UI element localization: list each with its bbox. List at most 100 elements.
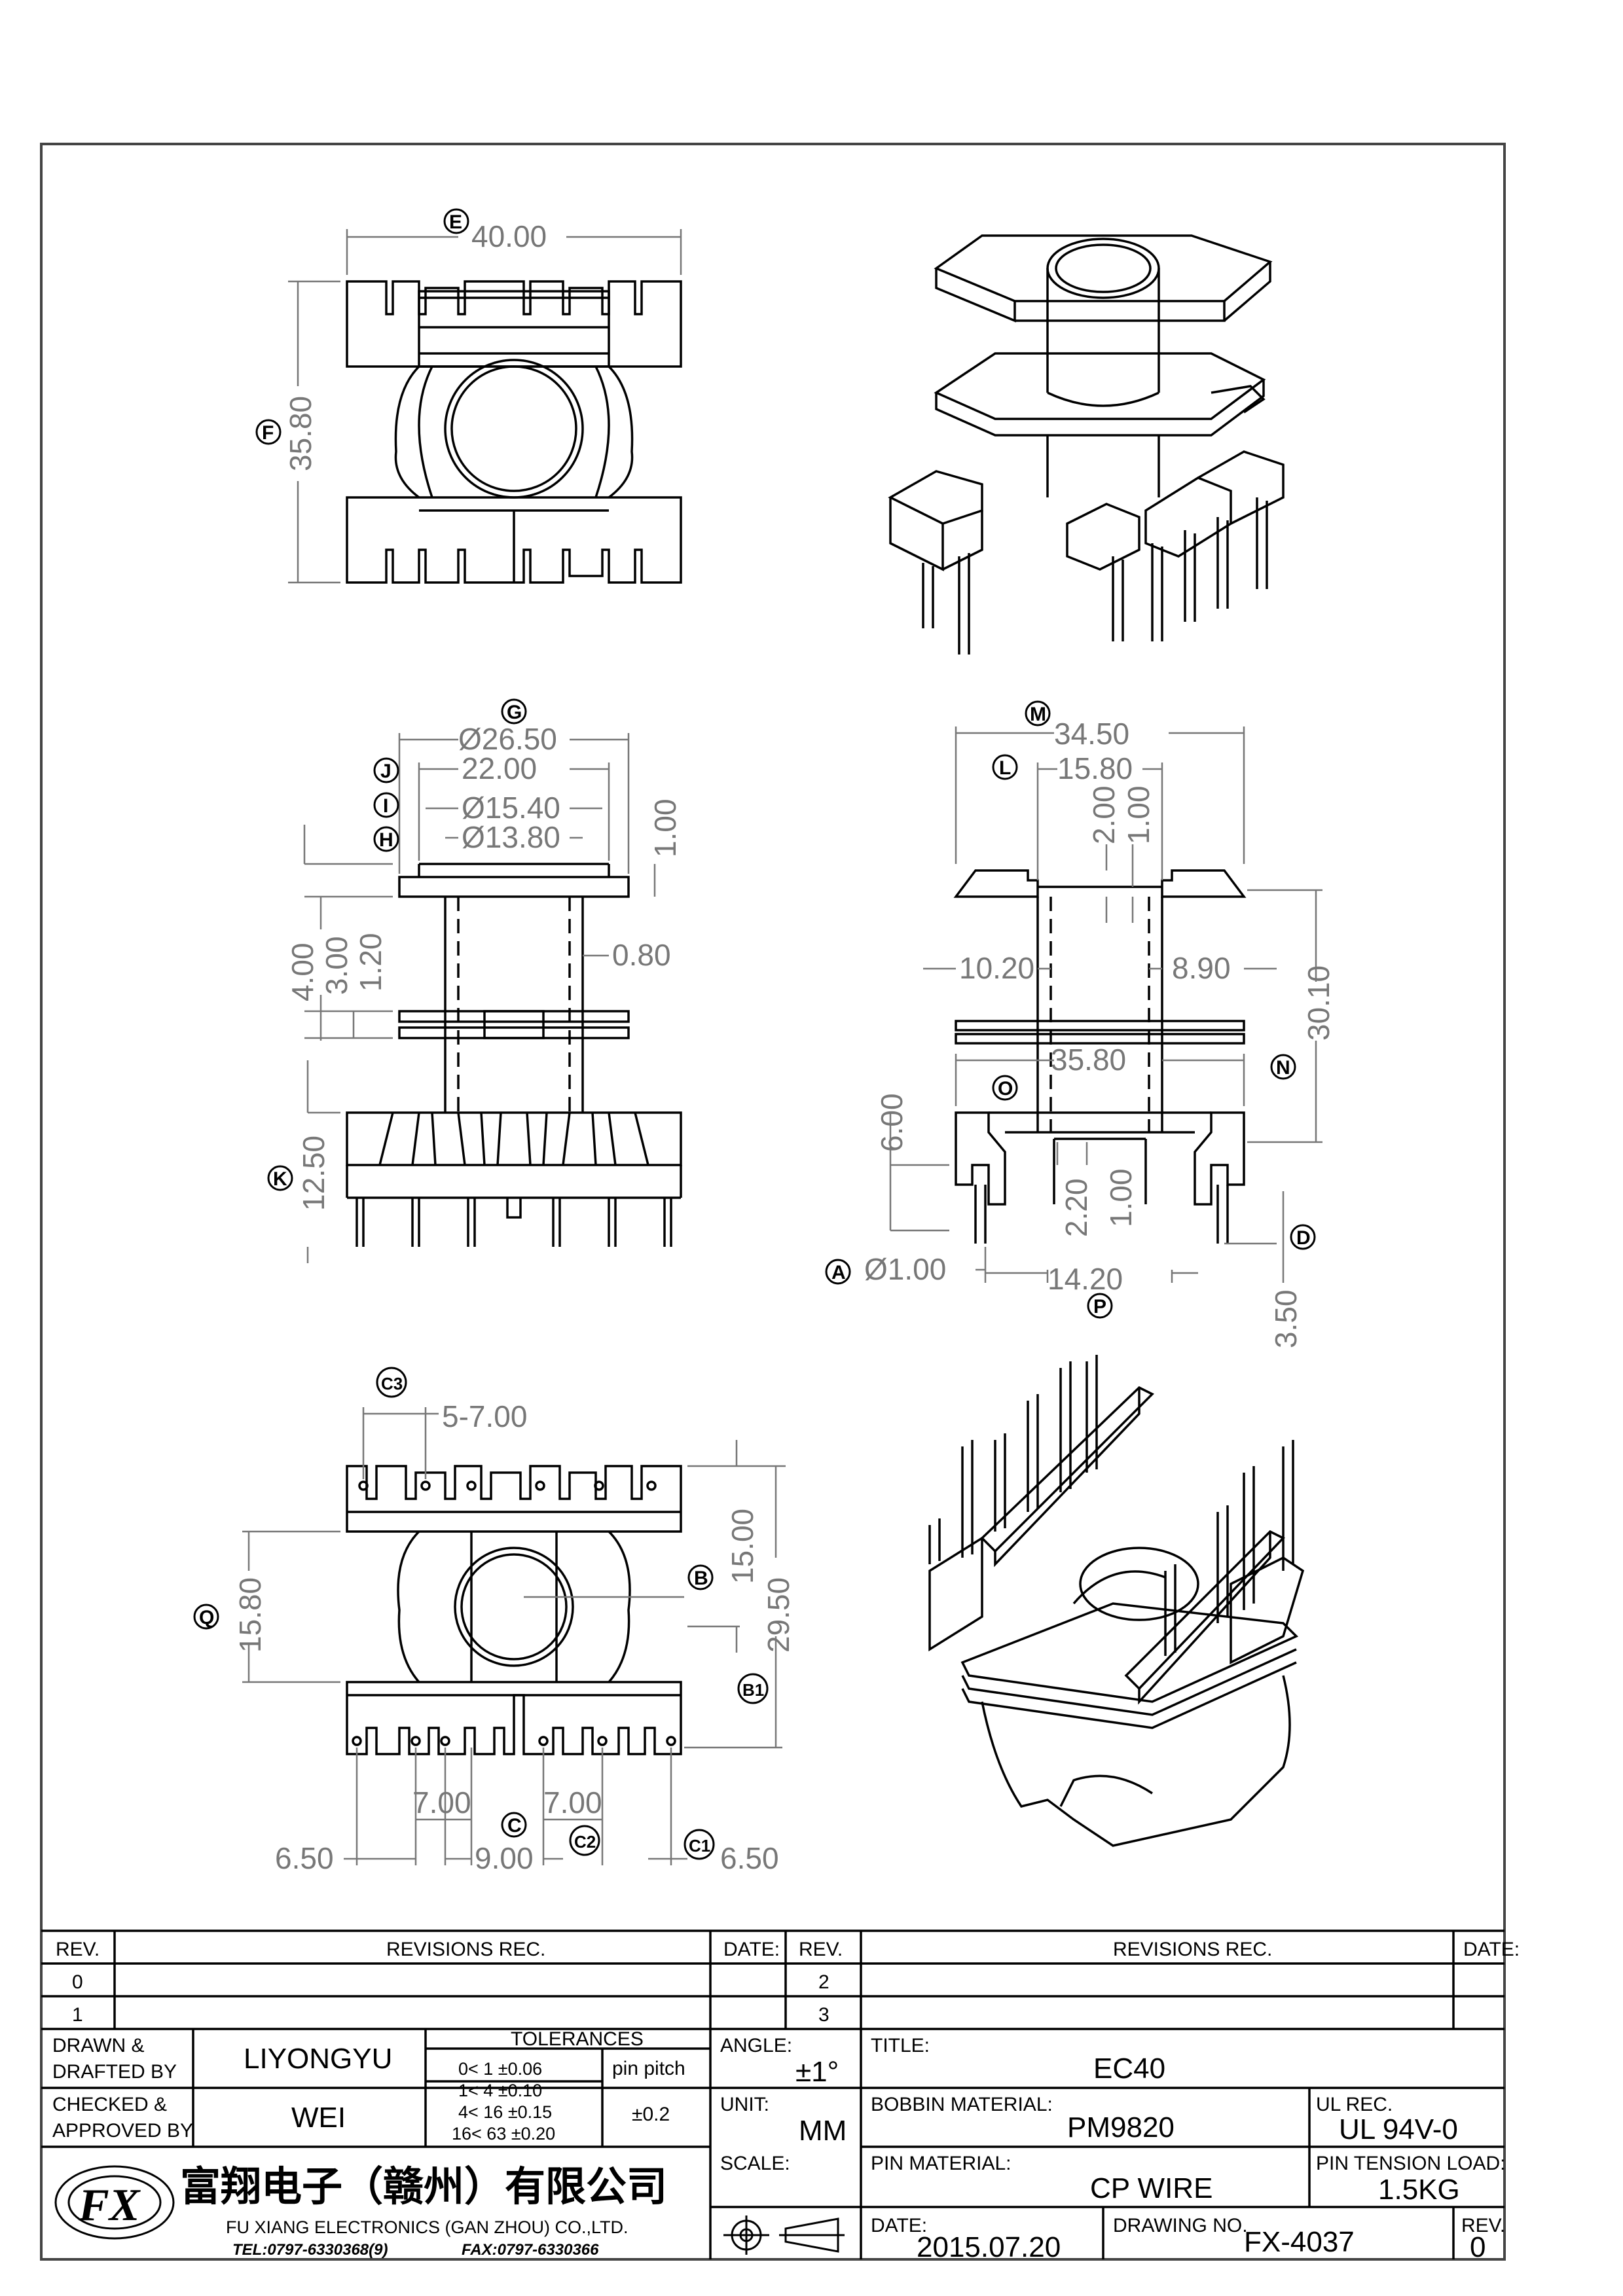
marker-c2: C2 xyxy=(569,1825,600,1856)
dim-flange-thk: 1.00 xyxy=(648,798,682,857)
dim-b1: 29.50 xyxy=(761,1577,795,1653)
svg-text:A: A xyxy=(831,1262,846,1283)
drawn-value: LIYONGYU xyxy=(244,2043,392,2075)
svg-text:N: N xyxy=(1276,1057,1290,1079)
checked-value: WEI xyxy=(291,2102,346,2134)
marker-h: H xyxy=(373,826,399,852)
svg-text:C2: C2 xyxy=(574,1832,596,1852)
marker-p: P xyxy=(1087,1293,1113,1319)
tolerance-row-3: 4< 16 ±0.15 xyxy=(458,2102,552,2122)
pin-material-label: PIN MATERIAL: xyxy=(871,2153,1011,2174)
company-logo: FX xyxy=(54,2165,175,2240)
dim-a-dia: Ø1.00 xyxy=(864,1252,946,1286)
tolerance-row-1: 0< 1 ±0.06 xyxy=(458,2059,542,2079)
sheet-border xyxy=(40,143,1506,2261)
dim-l: 15.80 xyxy=(1057,751,1133,785)
dim-8-9: 8.90 xyxy=(1172,951,1231,985)
svg-text:C1: C1 xyxy=(689,1836,710,1856)
dim-p: 14.20 xyxy=(1048,1262,1123,1296)
side-view xyxy=(953,869,1247,1244)
tolerance-row-2: 1< 4 ±0.10 xyxy=(458,2081,542,2100)
drawing-no-value: FX-4037 xyxy=(1244,2226,1355,2258)
tolerance-row-4: 16< 63 ±0.20 xyxy=(452,2124,555,2144)
checked-label-1: CHECKED & xyxy=(52,2094,167,2115)
dim-q: 15.80 xyxy=(233,1577,267,1653)
drawing-no-label: DRAWING NO. xyxy=(1113,2215,1248,2236)
projection-symbol xyxy=(723,2215,845,2255)
dim-k: 12.50 xyxy=(297,1136,331,1211)
rev-row-3: 3 xyxy=(818,2004,830,2026)
svg-text:K: K xyxy=(273,1168,287,1190)
dim-pitch-left: 7.00 xyxy=(412,1785,471,1820)
marker-n: N xyxy=(1270,1054,1296,1080)
dim-4: 4.00 xyxy=(285,942,319,1001)
bottom-view-dims xyxy=(242,1407,786,1865)
dim-f-height: 35.80 xyxy=(283,396,318,471)
svg-text:O: O xyxy=(998,1078,1013,1100)
dim-1-0: 1.00 xyxy=(1104,1168,1138,1227)
dim-c: 9.00 xyxy=(475,1841,534,1875)
marker-q: Q xyxy=(193,1604,219,1630)
date-header-left: DATE: xyxy=(723,1939,780,1960)
dim-35-8: 35.80 xyxy=(1051,1043,1126,1077)
svg-text:M: M xyxy=(1030,704,1046,725)
company-tel: TEL:0797-6330368(9) xyxy=(232,2241,388,2259)
svg-text:B1: B1 xyxy=(742,1680,764,1700)
dim-c3: 5-7.00 xyxy=(442,1399,527,1433)
iso-view-bottom xyxy=(928,1355,1305,1847)
pin-material-value: CP WIRE xyxy=(1090,2172,1213,2204)
marker-a: A xyxy=(825,1259,851,1285)
rev-header-right: REV. xyxy=(799,1939,843,1960)
svg-text:E: E xyxy=(449,211,462,233)
rev-row-1: 1 xyxy=(72,2004,83,2026)
unit-label: UNIT: xyxy=(720,2094,769,2115)
dim-i-dia: Ø15.40 xyxy=(462,791,560,825)
checked-label-2: APPROVED BY xyxy=(52,2120,193,2142)
dim-c1: 6.50 xyxy=(720,1841,779,1875)
dim-side-1: 1.00 xyxy=(1122,785,1156,844)
bobbin-material-value: PM9820 xyxy=(1067,2111,1175,2144)
front-view xyxy=(346,863,682,1247)
marker-m: M xyxy=(1025,700,1051,726)
scale-label: SCALE: xyxy=(720,2153,790,2174)
svg-text:FX: FX xyxy=(78,2180,141,2231)
dim-side-2: 2.00 xyxy=(1087,785,1121,844)
svg-text:D: D xyxy=(1296,1227,1311,1249)
title-label: TITLE: xyxy=(871,2035,930,2056)
marker-b1: B1 xyxy=(737,1673,769,1704)
dim-n: 30.10 xyxy=(1302,965,1336,1041)
pin-pitch-label: pin pitch xyxy=(612,2058,685,2079)
rev-row-2: 2 xyxy=(818,1971,830,1993)
dim-m: 34.50 xyxy=(1054,717,1129,751)
dim-2-2: 2.20 xyxy=(1059,1178,1093,1237)
bottom-view xyxy=(346,1465,682,1755)
date-value: 2015.07.20 xyxy=(917,2231,1061,2263)
dim-pitch-right: 7.00 xyxy=(543,1785,602,1820)
revisions-header-left: REVISIONS REC. xyxy=(386,1939,545,1960)
svg-text:P: P xyxy=(1093,1296,1106,1318)
svg-text:H: H xyxy=(379,829,393,851)
svg-text:Q: Q xyxy=(199,1607,214,1628)
dim-j: 22.00 xyxy=(462,751,537,785)
rev-label: REV. xyxy=(1461,2215,1505,2236)
revisions-header-right: REVISIONS REC. xyxy=(1113,1939,1272,1960)
svg-text:C: C xyxy=(507,1815,522,1837)
dim-o: 6.00 xyxy=(875,1093,909,1152)
dim-1-2: 1.20 xyxy=(354,933,388,992)
drawn-label-1: DRAWN & xyxy=(52,2035,145,2056)
top-view xyxy=(346,280,682,584)
marker-k: K xyxy=(267,1165,293,1191)
rev-value: 0 xyxy=(1470,2231,1486,2263)
marker-d: D xyxy=(1290,1224,1316,1250)
svg-text:J: J xyxy=(380,761,392,782)
date-header-right: DATE: xyxy=(1463,1939,1520,1960)
dim-d: 3.50 xyxy=(1269,1289,1303,1348)
dim-e-width: 40.00 xyxy=(471,219,547,253)
pin-tension-label: PIN TENSION LOAD: xyxy=(1316,2153,1506,2174)
rev-header-left: REV. xyxy=(56,1939,100,1960)
top-view-dims xyxy=(288,229,682,584)
pin-tension-value: 1.5KG xyxy=(1378,2174,1460,2206)
svg-text:C3: C3 xyxy=(381,1374,403,1393)
unit-value: MM xyxy=(799,2115,847,2147)
marker-c1: C1 xyxy=(684,1829,715,1860)
